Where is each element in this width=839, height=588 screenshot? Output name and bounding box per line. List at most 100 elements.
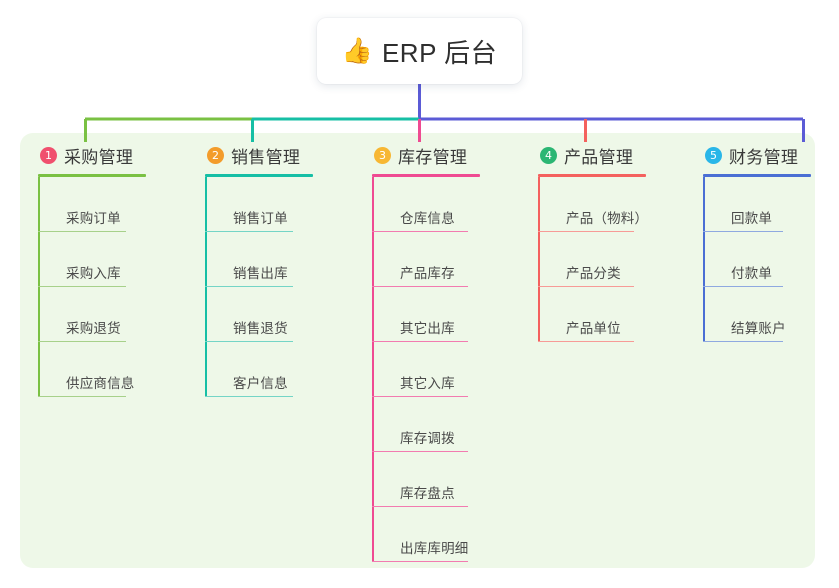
column-header-2[interactable]: 2 销售管理	[205, 143, 313, 167]
leaf-item[interactable]: 仓库信息	[372, 177, 480, 232]
leaf-item-rule	[372, 285, 468, 287]
leaf-item-label: 回款单	[731, 211, 773, 226]
leaf-item-rule	[205, 230, 293, 232]
column-badge-5: 5	[705, 146, 722, 164]
leaf-item-rule	[205, 340, 293, 342]
leaf-item-label: 出库库明细	[400, 541, 469, 556]
leaf-item-rule	[372, 340, 468, 342]
leaf-item[interactable]: 库存盘点	[372, 452, 480, 507]
leaf-item-rule	[372, 395, 468, 397]
leaf-item-rule	[205, 395, 293, 397]
thumbs-up-icon: 👍	[341, 36, 373, 65]
column-spine-1	[38, 177, 40, 397]
leaf-item[interactable]: 产品（物料）	[538, 177, 648, 232]
leaf-item-rule	[372, 505, 468, 507]
leaf-item[interactable]: 采购退货	[38, 287, 146, 342]
leaf-item[interactable]: 销售出库	[205, 232, 313, 287]
leaf-item[interactable]: 采购入库	[38, 232, 146, 287]
leaf-item[interactable]: 销售退货	[205, 287, 313, 342]
leaf-item-label: 仓库信息	[400, 211, 455, 226]
column-title-1: 采购管理	[64, 147, 134, 167]
leaf-item-label: 采购订单	[66, 211, 121, 226]
column-items-1: 采购订单采购入库采购退货供应商信息	[38, 177, 146, 397]
leaf-item-rule	[38, 230, 126, 232]
leaf-item[interactable]: 回款单	[703, 177, 811, 232]
leaf-item-label: 供应商信息	[66, 376, 135, 391]
leaf-item-label: 产品单位	[566, 321, 621, 336]
leaf-item-label: 库存调拨	[400, 431, 455, 446]
leaf-item-label: 客户信息	[233, 376, 288, 391]
leaf-item-label: 产品（物料）	[566, 211, 649, 226]
leaf-item[interactable]: 产品单位	[538, 287, 648, 342]
leaf-item[interactable]: 其它出库	[372, 287, 480, 342]
leaf-item-label: 采购退货	[66, 321, 121, 336]
leaf-item-rule	[538, 340, 634, 342]
leaf-item[interactable]: 产品分类	[538, 232, 648, 287]
column-header-rule-3	[372, 174, 480, 177]
column-header-rule-1	[38, 174, 146, 177]
column-title-4: 产品管理	[564, 147, 634, 167]
leaf-item[interactable]: 库存调拨	[372, 397, 480, 452]
leaf-item[interactable]: 采购订单	[38, 177, 146, 232]
leaf-item-rule	[38, 395, 126, 397]
leaf-item-label: 销售出库	[233, 266, 288, 281]
column-header-4[interactable]: 4 产品管理	[538, 143, 648, 167]
leaf-item-rule	[703, 285, 783, 287]
column-spine-5	[703, 177, 705, 342]
column-spine-2	[205, 177, 207, 397]
column-header-rule-5	[703, 174, 811, 177]
leaf-item-label: 其它出库	[400, 321, 455, 336]
column-badge-4: 4	[540, 146, 557, 164]
column-items-3: 仓库信息产品库存其它出库其它入库库存调拨库存盘点出库库明细	[372, 177, 480, 562]
column-header-1[interactable]: 1 采购管理	[38, 143, 146, 167]
column-1: 1 采购管理采购订单采购入库采购退货供应商信息	[38, 143, 146, 397]
leaf-item-rule	[372, 560, 468, 562]
leaf-item-label: 付款单	[731, 266, 773, 281]
leaf-item[interactable]: 客户信息	[205, 342, 313, 397]
column-5: 5 财务管理回款单付款单结算账户	[703, 143, 811, 342]
column-header-rule-2	[205, 174, 313, 177]
leaf-item-rule	[372, 230, 468, 232]
column-badge-2: 2	[207, 146, 224, 164]
column-items-2: 销售订单销售出库销售退货客户信息	[205, 177, 313, 397]
leaf-item-rule	[38, 285, 126, 287]
column-items-4: 产品（物料） 产品分类产品单位	[538, 177, 648, 342]
leaf-item[interactable]: 结算账户	[703, 287, 811, 342]
column-2: 2 销售管理销售订单销售出库销售退货客户信息	[205, 143, 313, 397]
leaf-item-rule	[38, 340, 126, 342]
root-node-card[interactable]: 👍 ERP 后台	[317, 18, 522, 84]
leaf-item[interactable]: 出库库明细	[372, 507, 480, 562]
leaf-item-rule	[703, 230, 783, 232]
root-node-title: ERP 后台	[381, 37, 498, 68]
column-badge-3: 3	[374, 146, 391, 164]
column-spine-4	[538, 177, 540, 342]
column-title-5: 财务管理	[729, 147, 799, 167]
leaf-item[interactable]: 产品库存	[372, 232, 480, 287]
leaf-item-rule	[205, 285, 293, 287]
leaf-item-label: 其它入库	[400, 376, 455, 391]
column-header-5[interactable]: 5 财务管理	[703, 143, 811, 167]
leaf-item-label: 销售订单	[233, 211, 288, 226]
leaf-item[interactable]: 销售订单	[205, 177, 313, 232]
column-4: 4 产品管理产品（物料） 产品分类产品单位	[538, 143, 648, 342]
leaf-item-label: 销售退货	[233, 321, 288, 336]
leaf-item-rule	[372, 450, 468, 452]
leaf-item-label: 产品分类	[566, 266, 621, 281]
column-header-rule-4	[538, 174, 646, 177]
column-items-5: 回款单付款单结算账户	[703, 177, 811, 342]
column-badge-1: 1	[40, 146, 57, 164]
leaf-item-rule	[538, 285, 634, 287]
leaf-item[interactable]: 供应商信息	[38, 342, 146, 397]
column-spine-3	[372, 177, 374, 562]
column-title-2: 销售管理	[231, 147, 301, 167]
leaf-item-label: 库存盘点	[400, 486, 455, 501]
leaf-item[interactable]: 付款单	[703, 232, 811, 287]
leaf-item-rule	[538, 230, 634, 232]
leaf-item[interactable]: 其它入库	[372, 342, 480, 397]
diagram-panel	[20, 133, 815, 568]
leaf-item-rule	[703, 340, 783, 342]
leaf-item-label: 采购入库	[66, 266, 121, 281]
leaf-item-label: 产品库存	[400, 266, 455, 281]
